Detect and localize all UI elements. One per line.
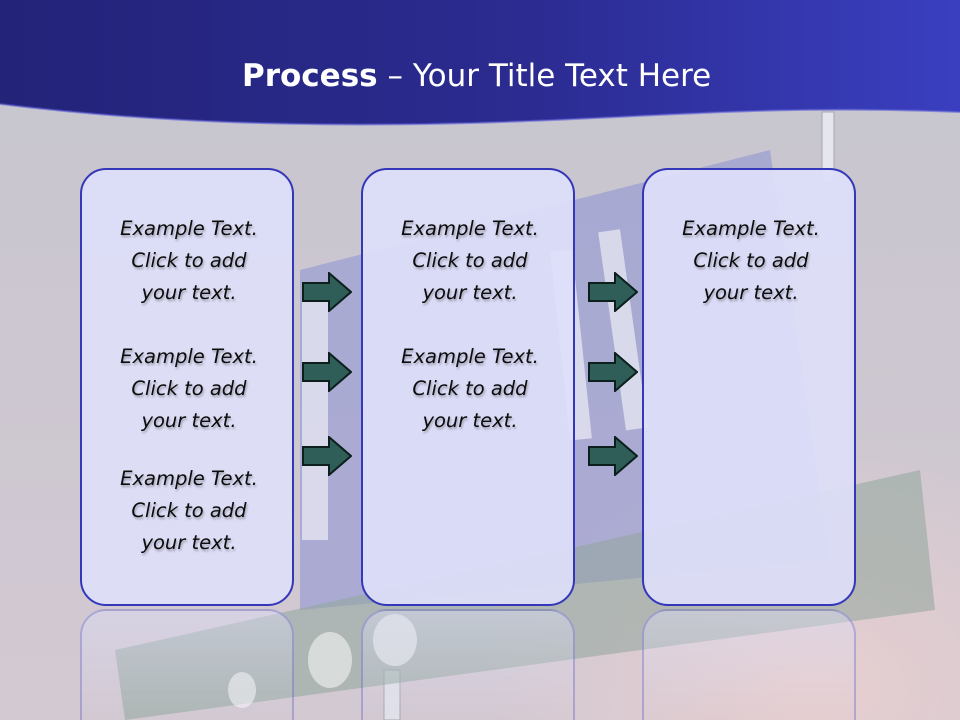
text-line: your text. [141, 409, 237, 432]
box-reflection-2 [361, 609, 575, 720]
process-box-2[interactable]: Example Text. Click to add your text. Ex… [361, 168, 575, 606]
text-line: Click to add [412, 377, 528, 400]
text-line: Example Text. [682, 217, 820, 240]
arrow-right-icon [588, 352, 638, 392]
text-line: Click to add [131, 249, 247, 272]
text-line: your text. [141, 281, 237, 304]
box-reflection-3 [642, 609, 856, 720]
text-block[interactable]: Example Text. Click to add your text. [82, 341, 296, 437]
arrow-right-icon [302, 352, 352, 392]
text-line: your text. [422, 409, 518, 432]
arrow-right-icon [302, 272, 352, 312]
process-box-1[interactable]: Example Text. Click to add your text. Ex… [80, 168, 294, 606]
text-line: your text. [422, 281, 518, 304]
text-block[interactable]: Example Text. Click to add your text. [363, 213, 577, 309]
text-line: your text. [141, 531, 237, 554]
text-line: Example Text. [120, 217, 258, 240]
text-line: Example Text. [120, 345, 258, 368]
header-highlight [0, 103, 960, 126]
text-line: Click to add [412, 249, 528, 272]
text-line: Example Text. [401, 345, 539, 368]
text-block[interactable]: Example Text. Click to add your text. [363, 341, 577, 437]
header-band [0, 0, 960, 125]
box-reflection-1 [80, 609, 294, 720]
text-block[interactable]: Example Text. Click to add your text. [644, 213, 858, 309]
title-rest: – Your Title Text Here [377, 58, 712, 94]
arrow-right-icon [588, 436, 638, 476]
text-line: Click to add [131, 499, 247, 522]
title-bold: Process [242, 58, 378, 94]
process-box-3[interactable]: Example Text. Click to add your text. [642, 168, 856, 606]
text-line: Example Text. [401, 217, 539, 240]
text-line: Click to add [693, 249, 809, 272]
slide-title[interactable]: Process – Your Title Text Here [242, 56, 711, 96]
text-line: your text. [703, 281, 799, 304]
text-line: Click to add [131, 377, 247, 400]
arrow-right-icon [588, 272, 638, 312]
arrow-right-icon [302, 436, 352, 476]
text-block[interactable]: Example Text. Click to add your text. [82, 213, 296, 309]
text-block[interactable]: Example Text. Click to add your text. [82, 463, 296, 559]
text-line: Example Text. [120, 467, 258, 490]
